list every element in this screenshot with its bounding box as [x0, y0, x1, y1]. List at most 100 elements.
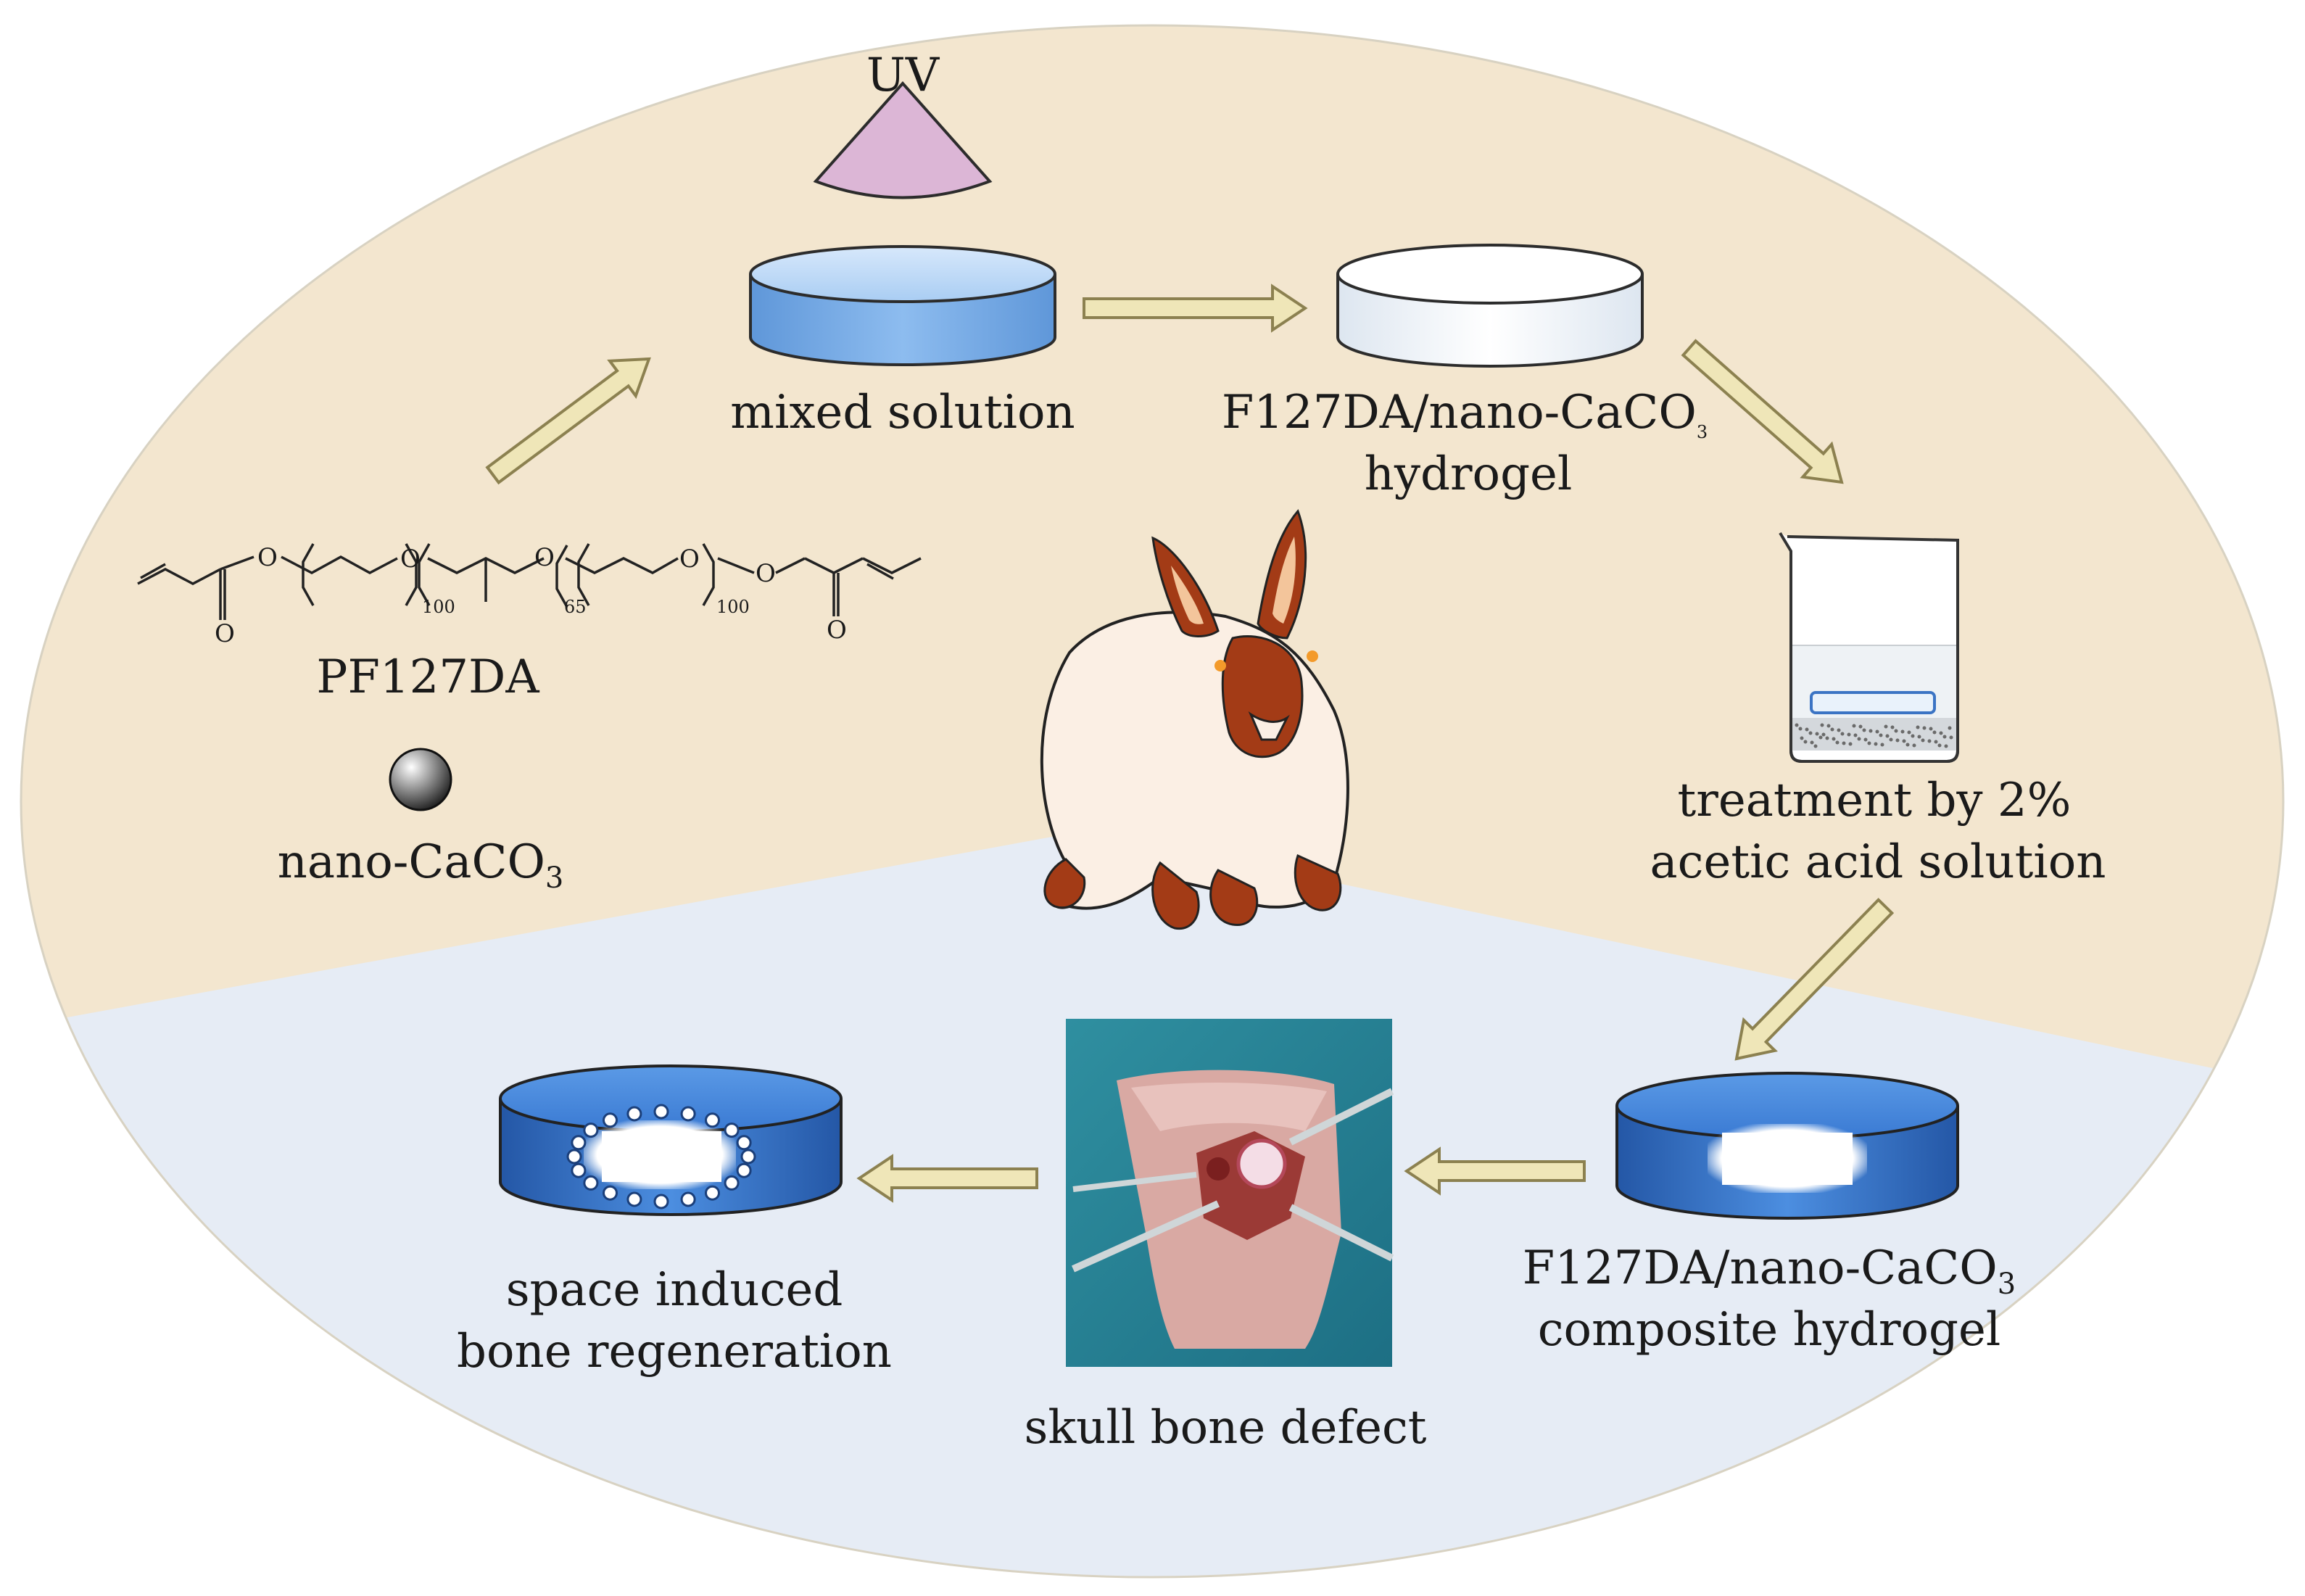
sediment-dot: [1917, 735, 1921, 739]
svg-text:O: O: [400, 545, 421, 574]
sediment-dot: [1835, 740, 1840, 745]
treatment-label-line2: acetic acid solution: [1650, 835, 2106, 889]
pore-dot: [705, 1112, 720, 1128]
hydrogel-label-line2: hydrogel: [1365, 447, 1573, 501]
sediment-dot: [1948, 726, 1952, 730]
sediment-dot: [1942, 735, 1947, 739]
sediment-dot: [1857, 737, 1861, 741]
pore-dot: [724, 1122, 740, 1138]
pf127da-label: PF127DA: [316, 650, 539, 704]
sediment-dot: [1867, 741, 1871, 745]
arrow-defect-to-regeneration: [856, 1154, 1038, 1203]
sediment-dot: [1949, 735, 1953, 740]
svg-text:O: O: [756, 559, 776, 588]
sediment-dot: [1895, 738, 1900, 743]
sediment-dot: [1937, 743, 1942, 748]
svg-text:100: 100: [716, 597, 750, 617]
treatment-label-line1: treatment by 2%: [1678, 774, 2072, 827]
sediment-dot: [1798, 727, 1803, 731]
sediment-dot: [1847, 732, 1851, 737]
sediment-dot: [1815, 732, 1819, 736]
sediment-dot: [1869, 729, 1873, 733]
mixed-solution-dish-icon: [749, 245, 1056, 366]
sediment-dot: [1842, 741, 1846, 745]
nano-caco3-sphere-icon: [389, 748, 452, 811]
sediment-dot: [1805, 727, 1809, 732]
sediment-dot: [1939, 731, 1943, 735]
sediment-dot: [1795, 723, 1799, 727]
skull-defect-photo: [1066, 1019, 1394, 1367]
pore-dot: [653, 1104, 669, 1120]
sediment-dot: [1911, 734, 1915, 738]
arrow-mixed-to-hydrogel: [1083, 284, 1308, 333]
sediment-dot: [1900, 729, 1905, 734]
uv-lamp-icon: UV: [813, 49, 993, 199]
pore-dot: [740, 1149, 756, 1165]
sediment-dot: [1848, 742, 1853, 746]
hydrogel-label-line1: F127DA/nano-CaCO3: [1222, 386, 1708, 442]
pf127da-structure-atoms: O O O O O O O 100 65 100: [215, 543, 847, 648]
pore-dot: [680, 1106, 696, 1122]
sediment-dot: [1808, 731, 1813, 735]
svg-text:O: O: [215, 619, 235, 648]
sediment-dot: [1825, 736, 1829, 740]
pore-dot: [626, 1106, 642, 1122]
pore-dot: [736, 1162, 752, 1178]
sediment-dot: [1879, 733, 1883, 737]
pore-dot: [571, 1135, 587, 1151]
pore-dot: [583, 1122, 599, 1138]
arrow-structure-to-mixed: [485, 357, 651, 485]
composite-label-line2: composite hydrogel: [1538, 1303, 2001, 1357]
sediment-dot: [1818, 735, 1823, 740]
svg-text:O: O: [679, 545, 700, 574]
sediment-dot: [1922, 726, 1927, 730]
beaker-icon: [1779, 532, 1959, 763]
sediment-dot: [1858, 724, 1863, 729]
pore-dot: [653, 1194, 669, 1210]
hydrogel-dish-icon: [1336, 244, 1644, 368]
sediment-dot: [1894, 729, 1898, 733]
sediment-dot: [1800, 736, 1804, 740]
arrow-hydrogel-to-beaker: [1681, 339, 1844, 484]
pore-dot: [680, 1191, 696, 1207]
sediment-dot: [1826, 724, 1831, 728]
pore-dot: [705, 1185, 720, 1201]
sediment-dot: [1837, 728, 1841, 732]
pore-dot: [626, 1191, 642, 1207]
uv-label: UV: [866, 49, 940, 102]
sediment-dot: [1884, 724, 1888, 729]
pore-dot: [603, 1185, 618, 1201]
sediment-dot: [1832, 737, 1836, 741]
pore-dot: [566, 1149, 582, 1165]
sediment-dot: [1916, 725, 1920, 729]
mixed-solution-label: mixed solution: [730, 386, 1075, 439]
svg-text:O: O: [827, 616, 847, 645]
sediment-dot: [1921, 738, 1925, 743]
sediment-dot: [1821, 732, 1826, 737]
pore-dot: [724, 1175, 740, 1191]
sediment-dot: [1929, 727, 1933, 731]
arrows: [485, 284, 1895, 1203]
sediment-dot: [1885, 734, 1890, 738]
sediment-dot: [1912, 743, 1916, 748]
sediment-dot: [1840, 732, 1845, 736]
nano-caco3-label: nano-CaCO3: [278, 835, 564, 895]
arrow-beaker-to-composite: [1734, 898, 1895, 1061]
composite-label-line1: F127DA/nano-CaCO3: [1523, 1241, 2016, 1301]
sediment-dot: [1830, 727, 1834, 732]
pore-dot: [736, 1135, 752, 1151]
sediment-dot: [1820, 723, 1824, 727]
sediment-dot: [1889, 737, 1893, 742]
sediment-dot: [1803, 740, 1808, 744]
svg-text:100: 100: [422, 597, 455, 617]
sediment-dot: [1932, 730, 1937, 735]
composite-hydrogel-dish-icon: [1615, 1072, 1959, 1220]
pore-dots: [566, 1104, 756, 1210]
regen-label-line1: space induced: [506, 1263, 843, 1317]
pore-dot: [571, 1162, 587, 1178]
sediment-dot: [1890, 725, 1895, 729]
sediment-dot: [1902, 739, 1906, 743]
sediment-dot: [1813, 744, 1818, 748]
sediment-dot: [1944, 744, 1948, 748]
sediment-dot: [1853, 733, 1858, 737]
